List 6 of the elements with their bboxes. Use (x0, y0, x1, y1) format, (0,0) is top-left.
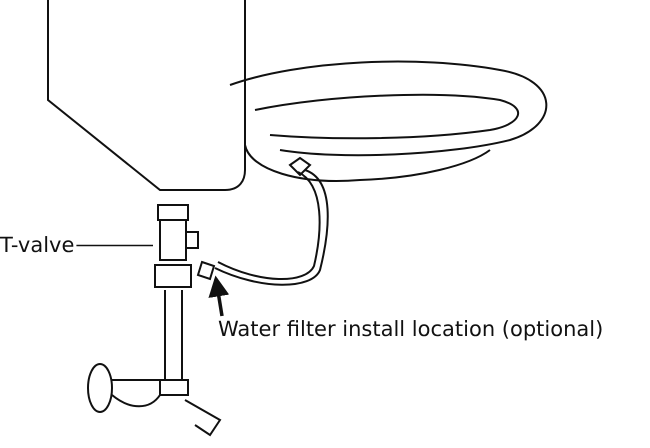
part-label: T-valve (0, 234, 74, 258)
arrow (208, 276, 230, 316)
hose-fitting-drawing (196, 260, 216, 280)
t-valve-drawing (154, 204, 199, 288)
callout-text: Water filter install location (optional) (218, 318, 604, 342)
leader-line (76, 244, 153, 246)
